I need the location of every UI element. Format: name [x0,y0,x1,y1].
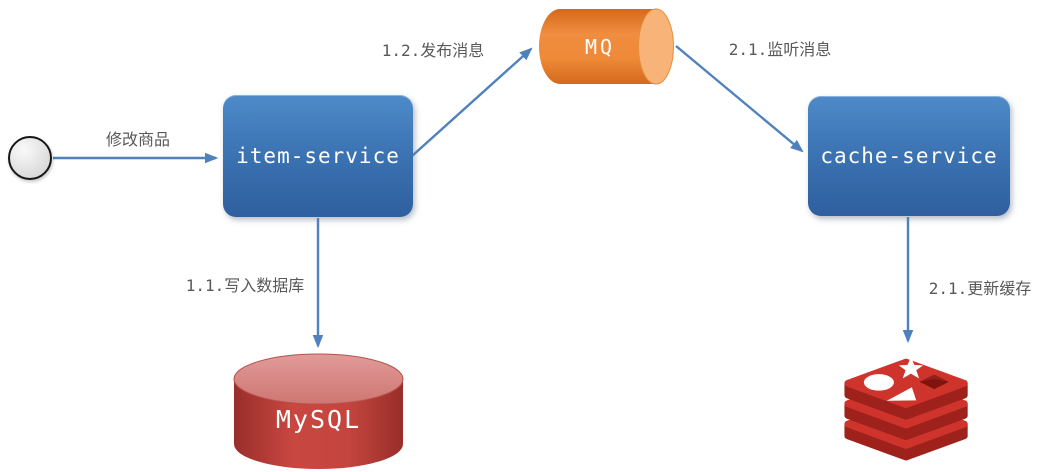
edge-label-listen-message: 2.1.监听消息 [728,40,832,59]
redis-icon [843,353,973,470]
node-item-service: item-service [223,95,413,217]
mysql-cylinder-icon [233,353,404,469]
mq-cylinder-icon [539,8,674,85]
edge-label-modify-item: 修改商品 [105,130,171,149]
node-mysql: MySQL [233,353,404,470]
edge-mq-to-cache [675,45,804,153]
node-mq: MQ [538,8,676,85]
node-cache-service: cache-service [808,96,1010,216]
edge-item-to-mq [411,47,533,157]
redis-logo-shape [844,357,968,461]
mysql-label: MySQL [275,405,362,434]
edge-label-update-cache: 2.1.更新缓存 [928,279,1032,298]
mq-label: MQ [584,34,616,59]
edge-label-publish-message: 1.2.发布消息 [381,41,485,60]
start-node-icon [8,136,52,180]
item-service-label: item-service [236,144,400,168]
cache-service-label: cache-service [820,144,998,168]
edge-label-write-database: 1.1.写入数据库 [185,276,305,295]
